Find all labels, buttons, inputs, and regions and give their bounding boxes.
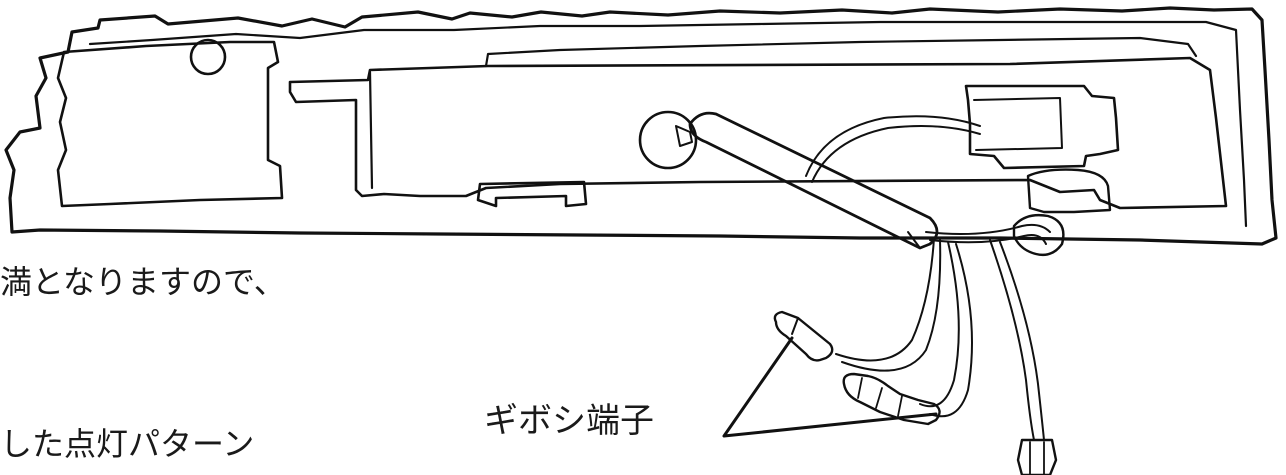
led-tube-end (907, 231, 921, 249)
wire-to-connector-a (805, 115, 981, 177)
connector-inner (973, 97, 1063, 151)
bullet-terminal-cluster (842, 372, 941, 426)
bulb-socket (638, 110, 698, 170)
connector-body (964, 84, 1120, 170)
harness-bundle-b (929, 234, 1047, 245)
wire-down-f (999, 241, 1045, 441)
wire-down-a (835, 237, 935, 362)
callout-label: ギボシ端子 (484, 401, 654, 441)
wire-down-b (841, 239, 942, 372)
wire-down-d (929, 243, 973, 418)
callout-leader (722, 336, 938, 438)
cluster-divider-1 (857, 377, 863, 399)
inner-tray-step (368, 70, 374, 190)
inner-tray (288, 56, 1228, 210)
screw-hole (189, 38, 227, 76)
cluster-divider-2 (875, 387, 883, 409)
housing-inner-rim (88, 20, 1248, 228)
bullet-terminal-left (773, 310, 834, 362)
socket-contact (675, 125, 693, 147)
harness-plug (1012, 213, 1065, 257)
harness-bundle-a (925, 223, 1051, 235)
bullet-terminal-left-collar (791, 317, 799, 335)
body-text-line-2: した点灯パターン (0, 425, 255, 463)
left-block (56, 40, 284, 208)
bottom-plug (1016, 438, 1058, 475)
wire-to-connector-b (811, 125, 981, 183)
housing-outline (4, 6, 1278, 246)
cluster-divider-3 (897, 395, 903, 417)
connector-boss (1026, 168, 1112, 214)
bottom-clip (476, 180, 588, 208)
wire-down-e (989, 239, 1035, 441)
inner-tray-top-ridge (484, 36, 1198, 68)
body-text-line-1: 満となりますので、 (0, 263, 286, 301)
